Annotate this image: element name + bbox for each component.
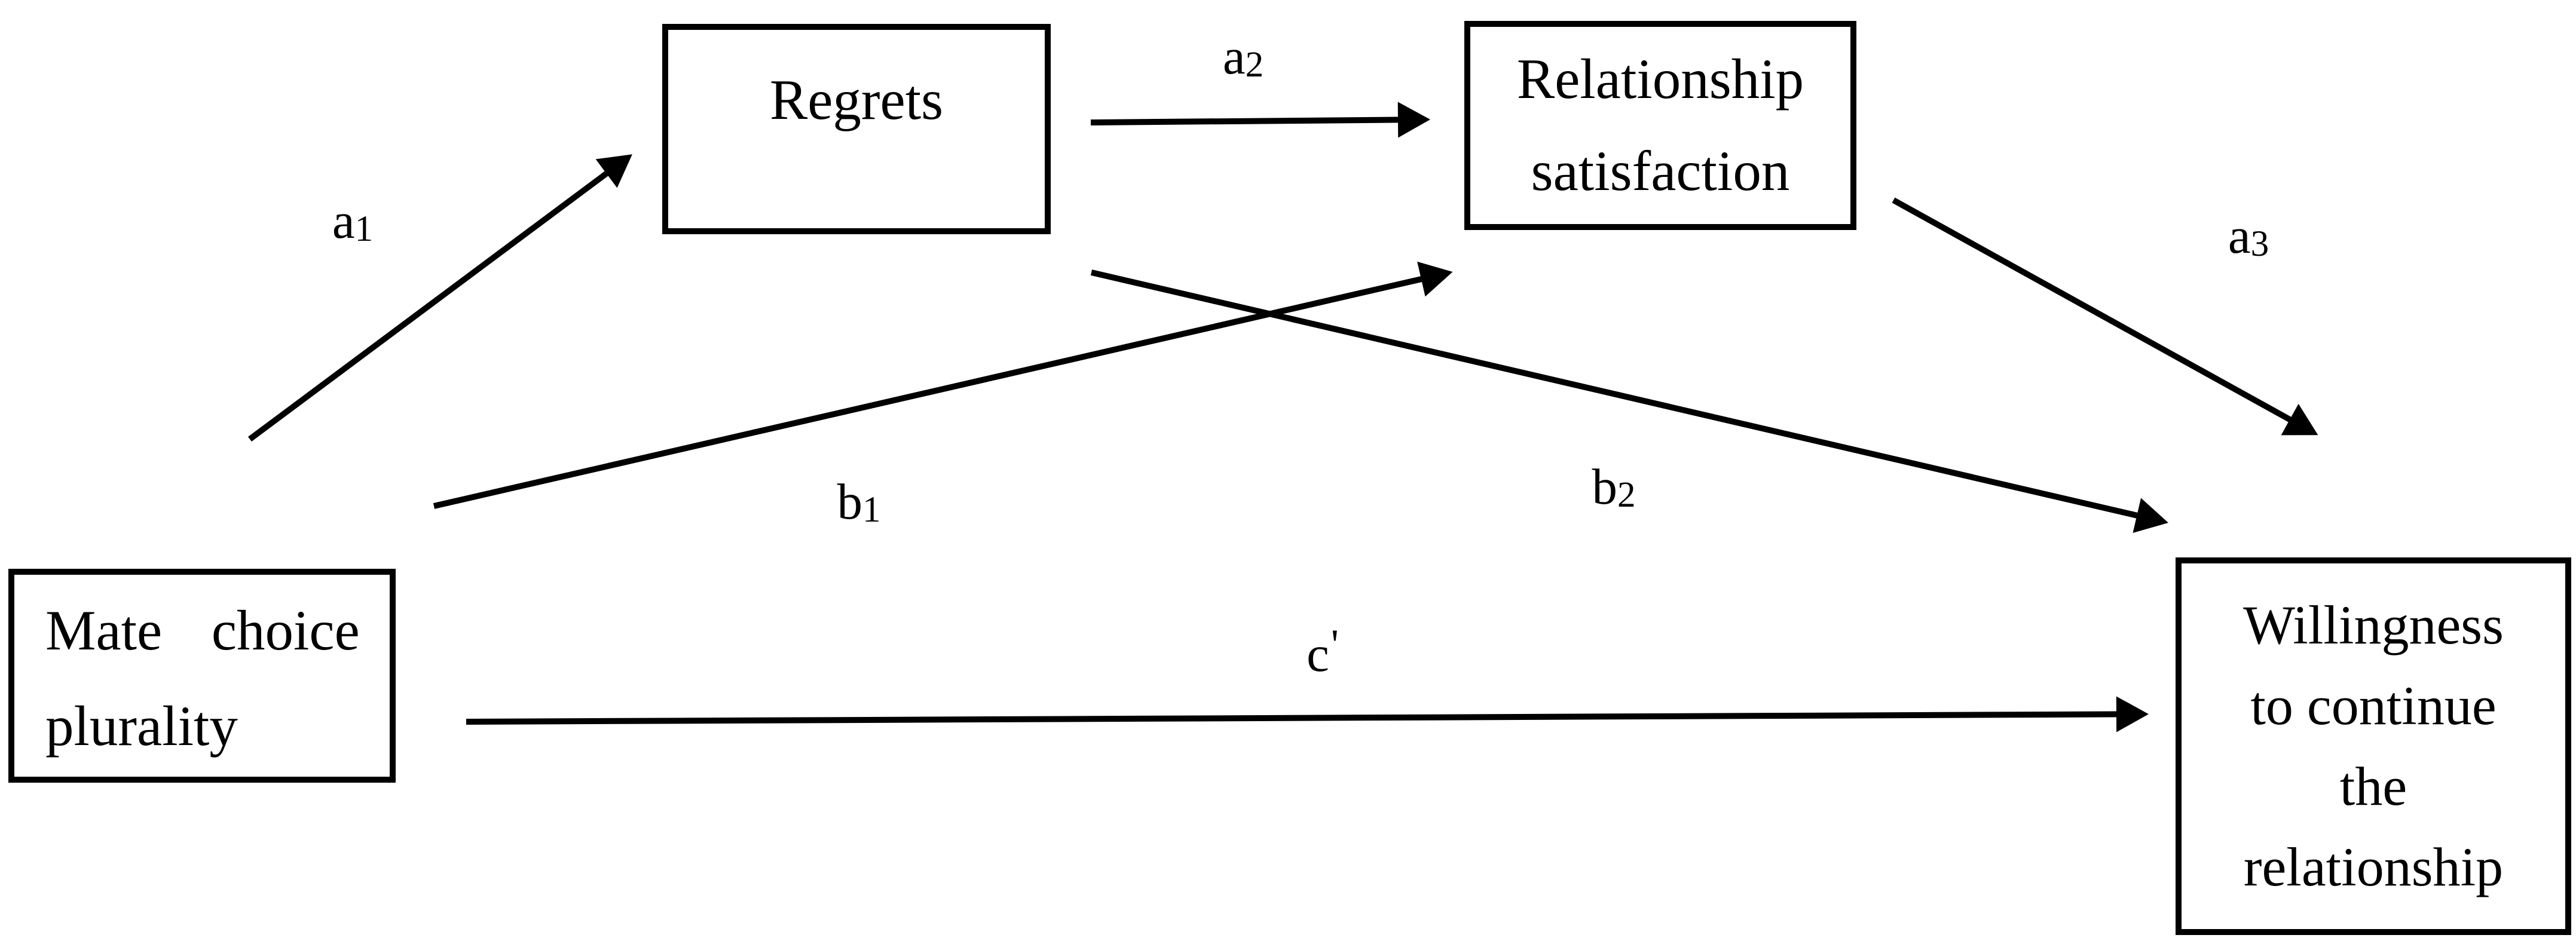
- arrow-c-prime-shaft: [466, 711, 2124, 725]
- arrow-b1: [433, 254, 1457, 509]
- node-willingness-line2: to continue: [2250, 675, 2497, 736]
- path-label-a1: a1: [332, 192, 373, 250]
- path-label-b1-subscript: 1: [862, 489, 881, 530]
- path-label-b1-letter: b: [837, 474, 862, 530]
- arrow-a1: [248, 140, 643, 442]
- arrow-b1-shaft: [433, 274, 1429, 509]
- node-regrets-line1: Regrets: [769, 68, 944, 131]
- path-label-c-prime: c': [1307, 621, 1339, 683]
- arrow-a2-shaft: [1090, 117, 1406, 125]
- arrow-a1-arrowhead-icon: [595, 140, 643, 188]
- path-label-c-prime-letter: c: [1307, 626, 1329, 682]
- path-label-b2-subscript: 2: [1617, 474, 1636, 515]
- arrow-a2: [1090, 102, 1431, 138]
- node-mate-choice-plurality-line2: plurality: [45, 694, 238, 758]
- arrow-a3-arrowhead-icon: [2281, 403, 2327, 451]
- path-label-b2-letter: b: [1592, 459, 1617, 515]
- node-relationship-satisfaction-line2: satisfaction: [1531, 139, 1790, 203]
- path-label-b1: b1: [837, 473, 880, 531]
- node-relationship-satisfaction: Relationship satisfaction: [1464, 21, 1856, 230]
- path-label-a3-subscript: 3: [2250, 223, 2269, 264]
- node-willingness-line1: Willingness: [2243, 594, 2504, 655]
- node-mate-choice-plurality: Mate choice plurality: [8, 569, 396, 783]
- node-regrets: Regrets: [662, 24, 1051, 234]
- path-label-b2: b2: [1592, 458, 1635, 516]
- path-label-a1-letter: a: [332, 193, 355, 249]
- path-label-a2-letter: a: [1222, 29, 1246, 85]
- arrow-a2-arrowhead-icon: [1397, 102, 1431, 138]
- path-label-a3-letter: a: [2228, 208, 2251, 264]
- arrow-c-prime: [466, 696, 2149, 732]
- node-mate-choice-plurality-line1: Mate choice: [45, 599, 360, 663]
- path-label-c-prime-mark: ': [1330, 620, 1339, 669]
- node-willingness-line3: the: [2339, 756, 2407, 817]
- node-willingness-line4: relationship: [2243, 836, 2504, 898]
- path-label-a1-subscript: 1: [354, 208, 374, 249]
- path-label-a2: a2: [1223, 27, 1263, 86]
- arrow-b1-arrowhead-icon: [1417, 254, 1457, 297]
- arrow-a1-shaft: [248, 167, 614, 442]
- path-label-a2-subscript: 2: [1245, 44, 1264, 85]
- arrow-c-prime-arrowhead-icon: [2116, 696, 2149, 732]
- path-label-a3: a3: [2228, 207, 2269, 265]
- arrow-b2-arrowhead-icon: [2133, 498, 2173, 541]
- node-relationship-satisfaction-line1: Relationship: [1516, 47, 1804, 111]
- node-willingness-to-continue: Willingness to continue the relationship: [2176, 557, 2571, 935]
